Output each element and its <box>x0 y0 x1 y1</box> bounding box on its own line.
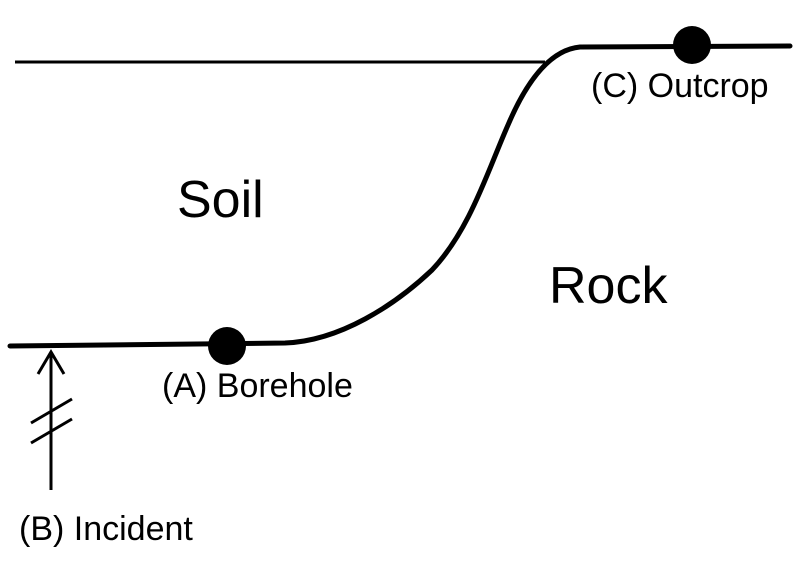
rock-label: Rock <box>549 257 668 315</box>
incident-tick-mark-1 <box>30 397 73 425</box>
incident-arrow-head <box>36 349 66 375</box>
borehole-point-marker <box>208 327 246 365</box>
incident-label: (B) Incident <box>19 510 193 548</box>
incident-tick-mark-2 <box>30 417 73 445</box>
borehole-label: (A) Borehole <box>162 367 353 405</box>
soil-rock-interface-line <box>7 43 793 349</box>
outcrop-point-marker <box>673 26 711 64</box>
outcrop-label: (C) Outcrop <box>591 67 769 105</box>
soil-label: Soil <box>177 171 264 229</box>
